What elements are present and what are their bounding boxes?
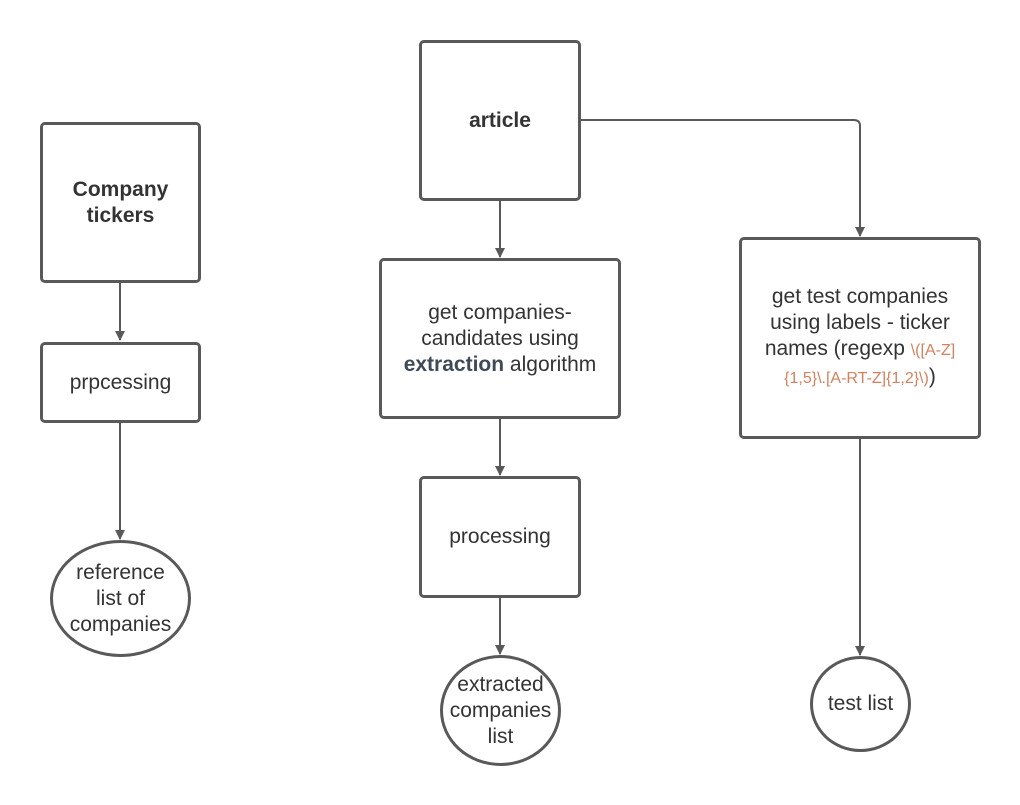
reference-list-node: reference list of companies bbox=[50, 540, 191, 657]
extraction-highlight: extraction bbox=[403, 352, 505, 376]
processing-label: processing bbox=[449, 525, 551, 548]
candidates-node: get companies-candidates using extractio… bbox=[379, 258, 621, 419]
test-companies-label-text: get test companies using labels - ticker… bbox=[764, 285, 950, 360]
prpcessing-node: prpcessing bbox=[40, 342, 201, 423]
extracted-list-label: extracted companies list bbox=[449, 672, 552, 748]
processing-node: processing bbox=[419, 476, 581, 598]
regex-close-paren: ) bbox=[928, 365, 936, 388]
company-tickers-node: Company tickers bbox=[40, 122, 201, 283]
reference-list-label: reference list of companies bbox=[69, 560, 172, 636]
extracted-list-node: extracted companies list bbox=[440, 655, 561, 766]
article-label: article bbox=[469, 108, 531, 132]
test-list-label: test list bbox=[827, 692, 894, 715]
test-list-node: test list bbox=[810, 656, 911, 752]
candidates-label: get companies-candidates using extractio… bbox=[386, 300, 614, 378]
test-companies-label: get test companies using labels - ticker… bbox=[744, 284, 976, 392]
prpcessing-label: prpcessing bbox=[69, 370, 172, 394]
ticker-regex: \([A-Z]{1,5}\.[A-RT-Z]{1,2}\) bbox=[784, 342, 956, 387]
candidates-label-tail: algorithm bbox=[509, 352, 597, 376]
test-companies-node: get test companies using labels - ticker… bbox=[739, 237, 981, 439]
article-node: article bbox=[419, 40, 581, 201]
arrow-article-to-test-companies bbox=[581, 119, 865, 237]
company-tickers-label: Company tickers bbox=[72, 177, 169, 227]
candidates-label-text: get companies-candidates using bbox=[421, 300, 579, 350]
